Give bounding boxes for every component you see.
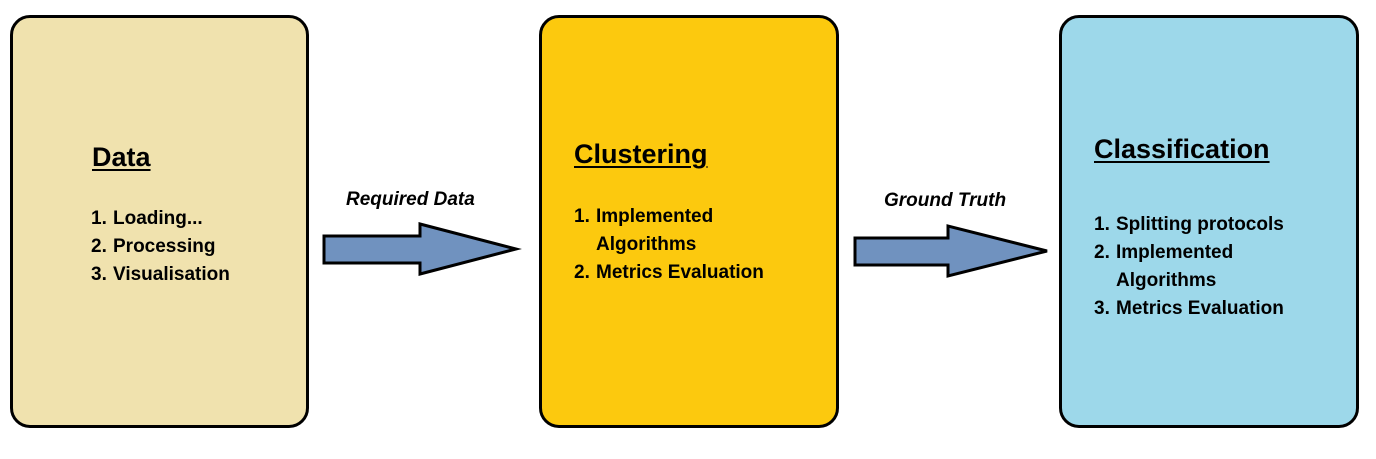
list-item: 1. Splitting protocols: [1094, 211, 1284, 239]
item-number: 2.: [1094, 242, 1110, 263]
item-number: 3.: [1094, 298, 1110, 319]
arrow-1-shape: [322, 222, 522, 276]
item-text: Implemented Algorithms: [596, 206, 714, 255]
required-data-label: Required Data: [346, 189, 475, 210]
list-item: 2. Implemented Algorithms: [1094, 239, 1284, 295]
clustering-box: Clustering 1. Implemented Algorithms 2. Me…: [539, 15, 839, 428]
item-text: Metrics Evaluation: [596, 262, 764, 283]
clustering-box-title: Clustering: [574, 139, 708, 169]
data-box-title: Data: [92, 142, 151, 172]
item-text: Implemented Algorithms: [1116, 242, 1234, 291]
classification-box: Classification 1. Splitting protocols 2. I…: [1059, 15, 1359, 428]
arrow-2-shape: [853, 224, 1048, 278]
list-item: 1. Loading...: [91, 205, 230, 233]
item-text: Loading...: [113, 208, 203, 229]
item-text: Splitting protocols: [1116, 214, 1284, 235]
classification-box-list: 1. Splitting protocols 2. Implemented Algo…: [1094, 211, 1284, 323]
arrow-right-icon: [853, 224, 1048, 278]
list-item: 3. Metrics Evaluation: [1094, 295, 1284, 323]
arrow-right-icon: [322, 222, 522, 276]
list-item: 3. Visualisation: [91, 261, 230, 289]
item-number: 1.: [1094, 214, 1110, 235]
item-number: 1.: [574, 206, 590, 227]
classification-box-title: Classification: [1094, 134, 1270, 164]
item-text: Processing: [113, 236, 216, 257]
item-number: 2.: [574, 262, 590, 283]
item-number: 1.: [91, 208, 107, 229]
data-box: Data 1. Loading... 2. Processing 3. Visuali…: [10, 15, 309, 428]
item-number: 2.: [91, 236, 107, 257]
item-text: Metrics Evaluation: [1116, 298, 1284, 319]
list-item: 2. Processing: [91, 233, 230, 261]
data-box-list: 1. Loading... 2. Processing 3. Visualisatio…: [91, 205, 230, 289]
ground-truth-label: Ground Truth: [884, 190, 1007, 211]
clustering-box-list: 1. Implemented Algorithms 2. Metrics Evalu…: [574, 203, 764, 287]
list-item: 1. Implemented Algorithms: [574, 203, 764, 259]
list-item: 2. Metrics Evaluation: [574, 259, 764, 287]
item-text: Visualisation: [113, 264, 230, 285]
item-number: 3.: [91, 264, 107, 285]
